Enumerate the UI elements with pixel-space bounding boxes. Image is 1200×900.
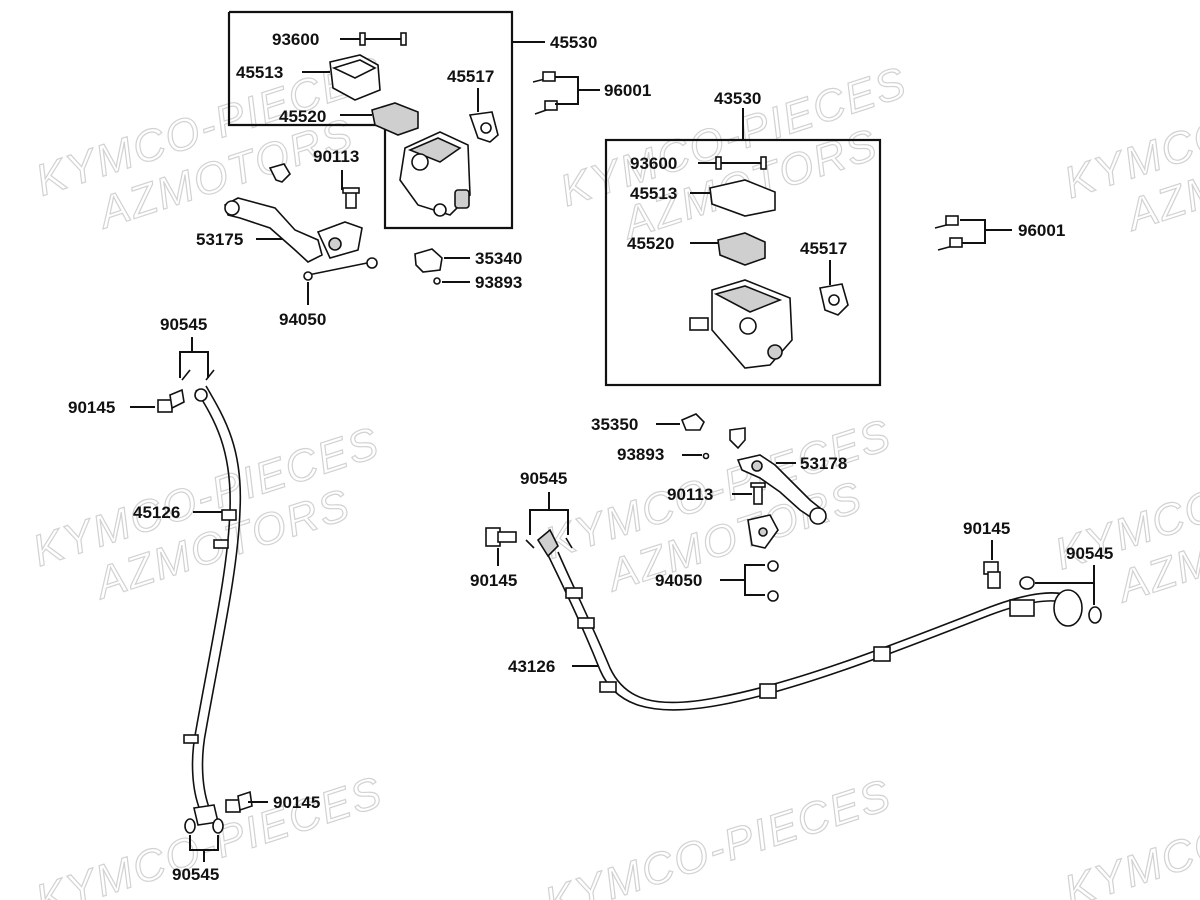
brake-hose-45126 xyxy=(183,385,242,826)
part-label-90545: 90545 xyxy=(160,315,207,334)
part-label-53175: 53175 xyxy=(196,230,243,249)
screw-93893 xyxy=(702,452,710,460)
master-cylinder-body xyxy=(689,279,793,369)
part-label-35340: 35340 xyxy=(475,249,522,268)
brake-hose-43126 xyxy=(536,528,1083,711)
part-label-90145: 90145 xyxy=(963,519,1010,538)
part-label-96001: 96001 xyxy=(604,81,651,100)
washer-90545 xyxy=(525,537,573,549)
part-label-90113: 90113 xyxy=(667,485,713,504)
brake-lever-53178 xyxy=(736,454,827,525)
lever-adjuster xyxy=(747,514,779,549)
brake-lever-53175 xyxy=(224,197,363,263)
part-label-53178: 53178 xyxy=(800,454,847,473)
banjo-bolt-90145 xyxy=(225,790,253,813)
leader-line xyxy=(179,351,209,378)
part-label-43530: 43530 xyxy=(714,89,761,108)
brake-switch-35350 xyxy=(680,413,705,431)
screw-small xyxy=(729,427,746,450)
part-label-35350: 35350 xyxy=(591,415,638,434)
part-label-45126: 45126 xyxy=(133,503,180,522)
diaphragm-45520 xyxy=(717,232,766,266)
part-label-94050: 94050 xyxy=(279,310,326,329)
leader-line xyxy=(529,509,569,535)
part-label-90545: 90545 xyxy=(520,469,567,488)
master-cylinder-body xyxy=(399,131,471,217)
part-label-45513: 45513 xyxy=(236,63,283,82)
part-label-90145: 90145 xyxy=(68,398,115,417)
part-label-45530: 45530 xyxy=(550,33,597,52)
screw-93600 xyxy=(359,32,407,46)
part-label-45513: 45513 xyxy=(630,184,677,203)
part-label-96001: 96001 xyxy=(1018,221,1065,240)
pivot-bolt-90113 xyxy=(750,482,766,505)
washer-90545 xyxy=(1019,576,1102,624)
clamp-45517 xyxy=(819,283,849,316)
nut-94050 xyxy=(767,560,779,602)
diaphragm-45520 xyxy=(371,102,419,136)
part-label-90145: 90145 xyxy=(470,571,517,590)
reservoir-cap-45513 xyxy=(709,179,776,217)
banjo-bolt-90145 xyxy=(485,527,517,547)
leader-line xyxy=(744,564,765,596)
banjo-bolt-90145 xyxy=(157,388,185,413)
pivot-bolt-90113 xyxy=(342,187,360,209)
part-label-43126: 43126 xyxy=(508,657,555,676)
assembly-box-45530 xyxy=(227,10,514,230)
screw-93600 xyxy=(715,156,767,170)
banjo-bolt-90145 xyxy=(983,561,1001,589)
part-label-45520: 45520 xyxy=(627,234,674,253)
part-label-45517: 45517 xyxy=(800,239,847,258)
part-label-93600: 93600 xyxy=(272,30,319,49)
nut-94050 xyxy=(303,257,378,281)
screw-small xyxy=(268,163,292,183)
brake-switch-35340 xyxy=(414,248,443,285)
part-label-45517: 45517 xyxy=(447,67,494,86)
part-label-93600: 93600 xyxy=(630,154,677,173)
part-label-94050: 94050 xyxy=(655,571,702,590)
leader-line xyxy=(555,76,579,105)
clamp-45517 xyxy=(468,111,499,143)
leader-line xyxy=(960,219,986,244)
part-label-90545: 90545 xyxy=(1066,544,1113,563)
bolt-96001 xyxy=(532,71,558,115)
bolt-96001 xyxy=(934,215,963,251)
washer-90545 xyxy=(181,369,215,381)
watermark-line1: KYMCO-PIECES xyxy=(1059,758,1200,900)
part-label-93893: 93893 xyxy=(617,445,664,464)
washer-90545 xyxy=(184,818,224,834)
part-label-45520: 45520 xyxy=(279,107,326,126)
part-label-90145: 90145 xyxy=(273,793,320,812)
watermark-line1: KYMCO-PIECES xyxy=(539,770,898,900)
part-label-93893: 93893 xyxy=(475,273,522,292)
part-label-90545: 90545 xyxy=(172,865,219,884)
reservoir-cap-45513 xyxy=(329,54,381,101)
part-label-90113: 90113 xyxy=(313,147,359,166)
